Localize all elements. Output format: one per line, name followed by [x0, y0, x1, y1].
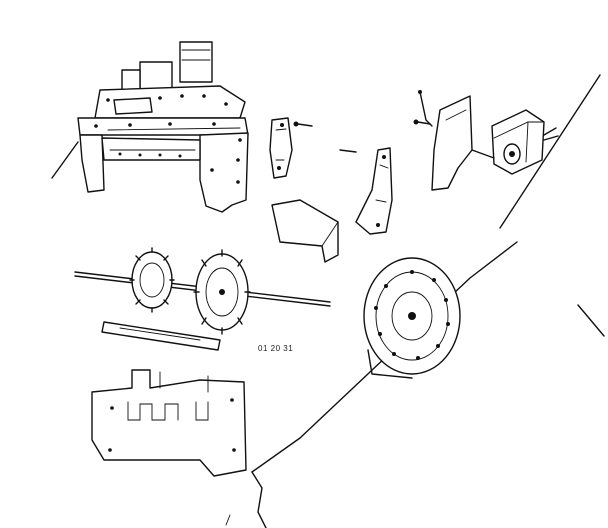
latch-arm [355, 147, 393, 235]
flat-bar [101, 321, 221, 351]
small-sprocket-wheel [129, 247, 175, 313]
main-frame-assembly [77, 41, 249, 213]
hinged-bracket [269, 117, 293, 179]
frame-rivet-holes [94, 94, 242, 184]
angle-bracket [271, 199, 339, 263]
motor-mount-plate [418, 90, 473, 191]
motor [471, 109, 559, 175]
part-number-callout: 01 20 31 [258, 344, 294, 353]
leader-line-left [51, 141, 79, 179]
leader-line-right [577, 304, 605, 337]
outline-border-line [225, 74, 601, 528]
base-panel [91, 369, 247, 477]
leader-dash-center [339, 149, 357, 153]
large-gear-disc [363, 257, 461, 379]
large-sprocket-wheel [193, 249, 251, 335]
sprocket-assembly [74, 247, 331, 335]
small-screws [293, 119, 431, 217]
